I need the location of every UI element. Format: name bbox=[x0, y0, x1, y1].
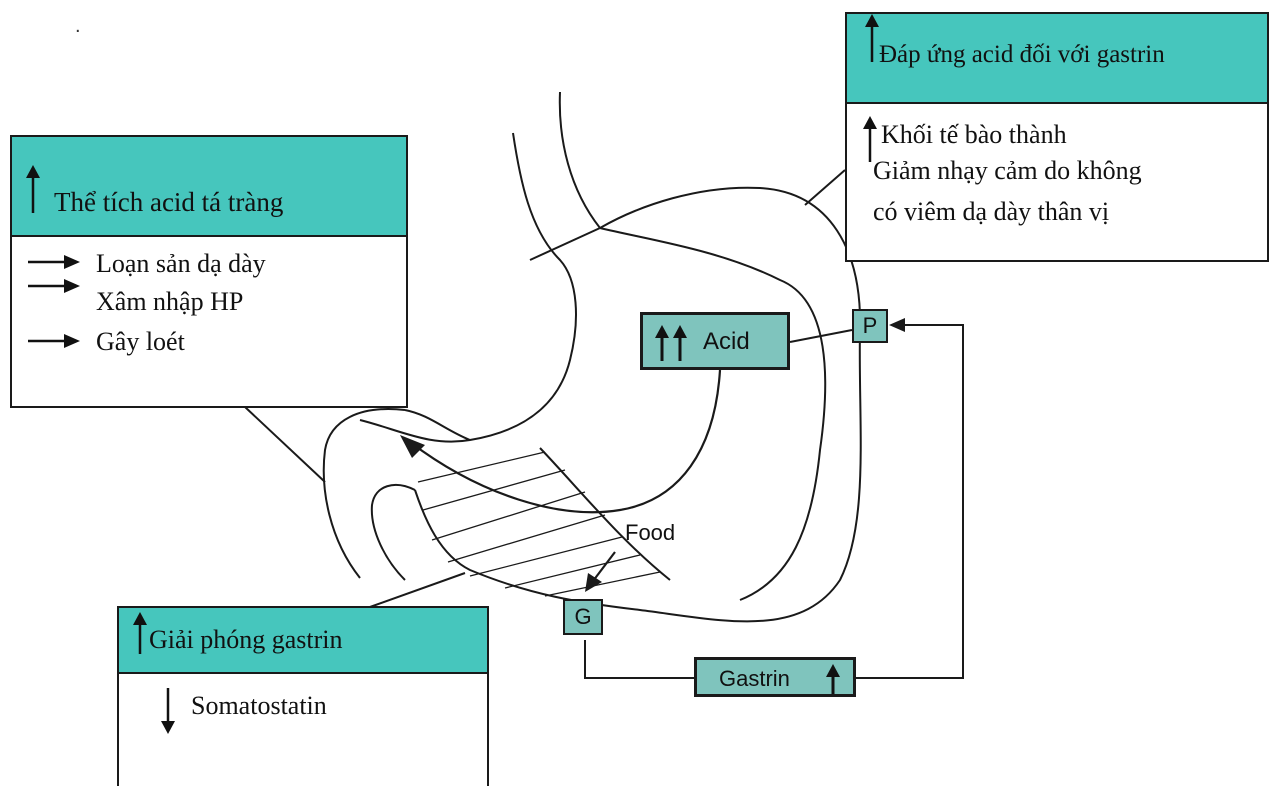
p-cell-arrowhead bbox=[889, 318, 905, 332]
esophagus-right-wall bbox=[558, 91, 601, 229]
connector-acid-p bbox=[789, 329, 853, 343]
up-arrow-icon bbox=[826, 664, 840, 694]
gastrin-response-header: Đáp ứng acid đối với gastrin bbox=[847, 14, 1267, 104]
right-arrow-icon bbox=[28, 334, 80, 348]
gastrin-release-header: Giải phóng gastrin bbox=[119, 608, 487, 674]
list-item: Gây loét bbox=[96, 327, 185, 356]
list-item: Loạn sản dạ dày bbox=[96, 249, 266, 278]
duodenal-acid-header: Thể tích acid tá tràng bbox=[12, 137, 406, 237]
connector-left-box bbox=[244, 406, 326, 483]
acid-label: Acid bbox=[640, 312, 790, 370]
gastrin-loop-right bbox=[855, 324, 964, 679]
p-cell-box: P bbox=[852, 309, 888, 343]
p-cell-label: P bbox=[862, 313, 878, 338]
antrum-boundary bbox=[539, 447, 671, 581]
cardia-line bbox=[529, 227, 601, 261]
gastrin-release-box: Giải phóng gastrin Somatostatin bbox=[117, 606, 489, 786]
gastrin-response-title: Đáp ứng acid đối với gastrin bbox=[879, 41, 1165, 68]
connector-bottom-box bbox=[369, 572, 466, 608]
pylorus-top bbox=[404, 409, 471, 441]
gastrin-loop-left bbox=[584, 640, 695, 679]
gastrin-label: Gastrin bbox=[694, 657, 856, 697]
antrum-hatching bbox=[417, 451, 661, 597]
double-up-arrow-icon bbox=[655, 325, 687, 361]
g-cell-label: G bbox=[574, 604, 592, 629]
g-cell-box: G bbox=[563, 599, 603, 635]
food-arrowhead bbox=[585, 573, 602, 592]
esophagus-left-wall bbox=[359, 132, 577, 443]
inner-curve bbox=[599, 227, 827, 601]
duodenum-inner bbox=[370, 484, 416, 581]
down-arrow-icon bbox=[161, 688, 175, 734]
list-item: có viêm dạ dày thân vị bbox=[873, 197, 1110, 226]
duodenal-acid-box: Thể tích acid tá tràng Loạn sản dạ dày X… bbox=[10, 135, 408, 408]
fundus-border bbox=[414, 186, 862, 623]
right-arrow-icon bbox=[28, 255, 80, 269]
up-arrow-icon bbox=[863, 116, 877, 162]
right-arrow-icon bbox=[28, 279, 80, 293]
up-arrow-icon bbox=[865, 14, 879, 62]
list-item: Somatostatin bbox=[191, 691, 327, 720]
list-item: Xâm nhập HP bbox=[96, 287, 244, 316]
duodenal-acid-title: Thể tích acid tá tràng bbox=[54, 187, 284, 217]
corner-dot: . bbox=[75, 15, 81, 37]
acid-text: Acid bbox=[703, 328, 750, 355]
list-item: Khối tế bào thành bbox=[881, 120, 1067, 149]
up-arrow-icon bbox=[26, 165, 40, 213]
duodenum-outer bbox=[322, 408, 406, 579]
gastrin-text: Gastrin bbox=[719, 666, 790, 691]
gastrin-release-title: Giải phóng gastrin bbox=[149, 625, 343, 654]
list-item: Giảm nhạy cảm do không bbox=[873, 156, 1142, 185]
food-label: Food bbox=[625, 520, 676, 545]
acid-flow-line bbox=[409, 369, 722, 514]
up-arrow-icon bbox=[133, 612, 147, 654]
gastrin-response-box: Đáp ứng acid đối với gastrin Khối tế bào… bbox=[845, 12, 1269, 262]
connector-right-box bbox=[804, 169, 846, 206]
acid-flow-arrowhead bbox=[400, 435, 425, 458]
